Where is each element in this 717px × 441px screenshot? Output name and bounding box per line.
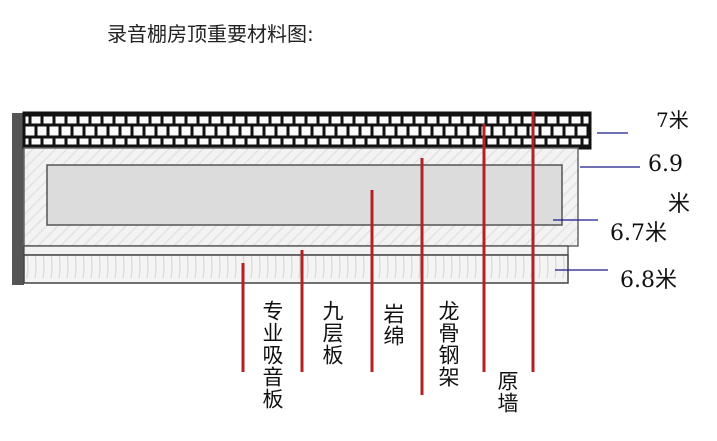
plywood-layer bbox=[23, 245, 569, 256]
diagram-title: 录音棚房顶重要材料图: bbox=[107, 22, 314, 46]
acoustic-panel-layer bbox=[23, 254, 569, 284]
dimension-6-7m: 6.7米 bbox=[610, 221, 667, 246]
original-wall bbox=[12, 113, 24, 285]
label-steel-frame: 龙骨钢架 bbox=[436, 300, 460, 388]
dimension-6-9-unit: 米 bbox=[668, 192, 691, 217]
leader-lines bbox=[241, 112, 535, 395]
label-plywood: 九层板 bbox=[320, 300, 344, 366]
dimension-lines bbox=[553, 132, 640, 271]
dimension-7m: 7米 bbox=[656, 108, 689, 132]
label-rock-wool: 岩绵 bbox=[381, 303, 405, 347]
label-acoustic-panel: 专业吸音板 bbox=[260, 300, 284, 410]
brick-layer bbox=[22, 111, 592, 150]
rock-wool-layer bbox=[46, 164, 563, 226]
dimension-6-8m: 6.8米 bbox=[620, 268, 677, 293]
dimension-6-9: 6.9 bbox=[648, 152, 683, 177]
label-original-wall: 原墙 bbox=[495, 370, 519, 414]
